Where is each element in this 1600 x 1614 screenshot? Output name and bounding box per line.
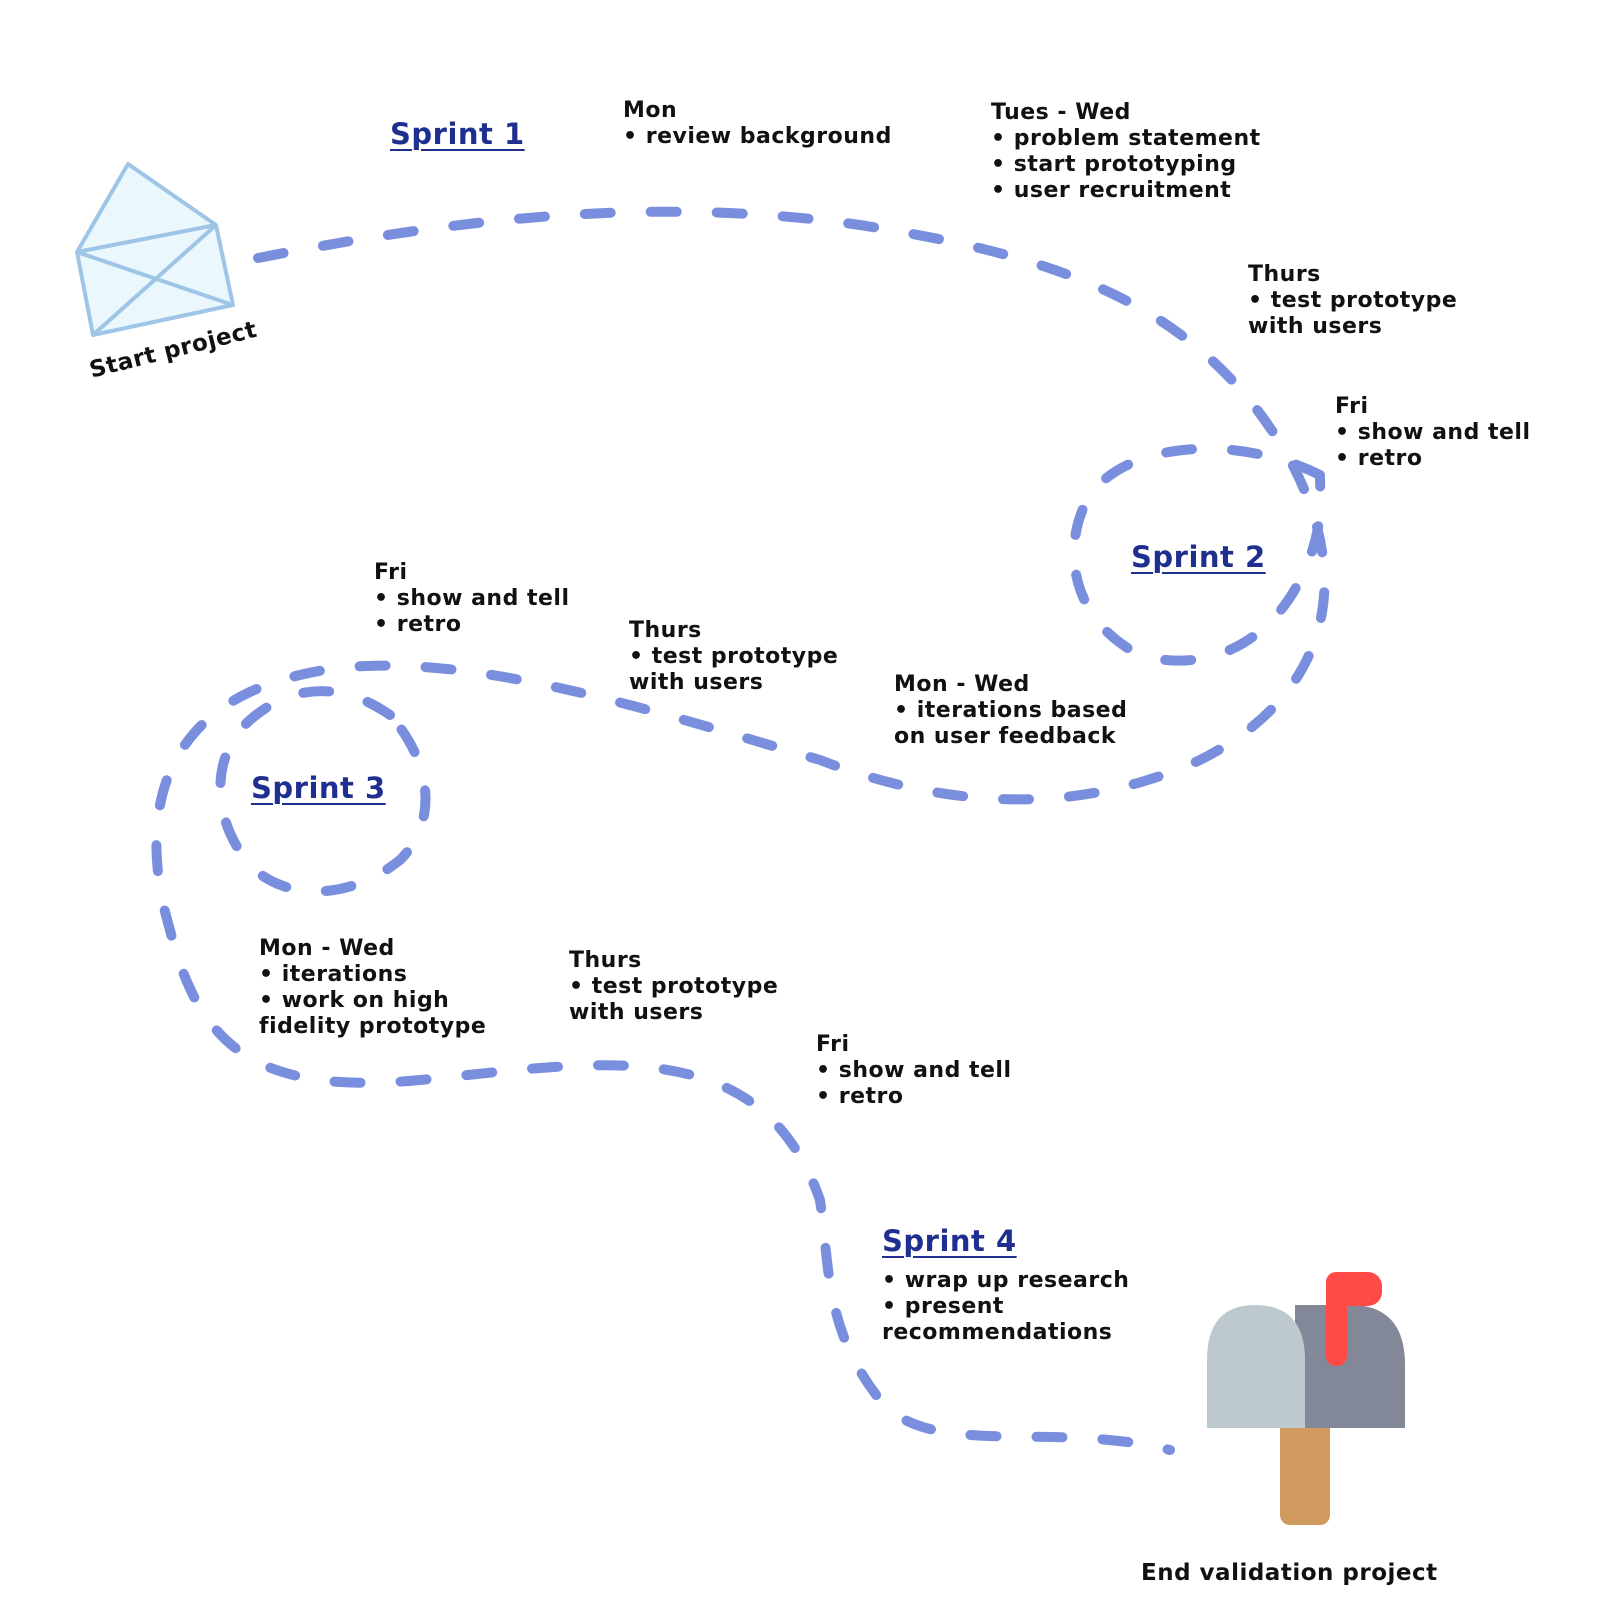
s3-thurs-note: Thurs • test prototype with users <box>569 948 778 1026</box>
note-line: Tues - Wed <box>991 100 1131 125</box>
s2-monwed-note: Mon - Wed • iterations based on user fee… <box>894 672 1127 750</box>
s1-thurs-note: Thurs • test prototype with users <box>1248 262 1457 340</box>
sprint-2-loop <box>1069 443 1326 666</box>
note-line: • test prototype <box>1248 288 1458 313</box>
note-line: fidelity prototype <box>259 1014 487 1039</box>
note-line: • work on high <box>259 988 450 1013</box>
s1-fri-note: Fri • show and tell • retro <box>1335 394 1531 472</box>
sprint-3-loop <box>215 686 431 897</box>
sprint-1-label[interactable]: Sprint 1 <box>390 117 525 151</box>
note-line: • retro <box>374 612 462 637</box>
note-line: • present <box>882 1294 1004 1319</box>
note-line: with users <box>629 670 764 695</box>
note-line: Fri <box>374 560 408 585</box>
sprint-3-label[interactable]: Sprint 3 <box>251 771 386 805</box>
note-line: Mon - Wed <box>259 936 395 961</box>
note-line: • test prototype <box>569 974 779 999</box>
note-line: • show and tell <box>1335 420 1531 445</box>
note-line: • review background <box>623 124 892 149</box>
mailbox-icon <box>1207 1272 1405 1525</box>
note-line: • start prototyping <box>991 152 1237 177</box>
note-line: • retro <box>816 1084 904 1109</box>
note-line: with users <box>1248 314 1383 339</box>
note-line: Mon - Wed <box>894 672 1030 697</box>
s2-fri-note: Fri • show and tell • retro <box>374 560 570 638</box>
note-line: • show and tell <box>816 1058 1012 1083</box>
sprint-2-label[interactable]: Sprint 2 <box>1131 540 1266 574</box>
note-line: • retro <box>1335 446 1423 471</box>
note-line: Thurs <box>569 948 642 973</box>
s2-thurs-note: Thurs • test prototype with users <box>629 618 838 696</box>
note-line: on user feedback <box>894 724 1117 749</box>
note-line: Fri <box>816 1032 850 1057</box>
note-line: • problem statement <box>991 126 1261 151</box>
s1-mon-note: Mon • review background <box>623 98 892 150</box>
s4-items-note: • wrap up research • present recommendat… <box>882 1268 1129 1346</box>
note-line: • user recruitment <box>991 178 1232 203</box>
sprint-4-label[interactable]: Sprint 4 <box>882 1224 1017 1258</box>
note-line: • test prototype <box>629 644 839 669</box>
s1-tueswed-note: Tues - Wed • problem statement • start p… <box>991 100 1261 204</box>
note-line: • wrap up research <box>882 1268 1130 1293</box>
note-line: Mon <box>623 98 678 123</box>
note-line: Fri <box>1335 394 1369 419</box>
note-line: Thurs <box>629 618 702 643</box>
envelope-icon <box>75 162 235 337</box>
journey-path <box>151 206 1330 1455</box>
s3-monwed-note: Mon - Wed • iterations • work on high fi… <box>259 936 486 1040</box>
note-line: Thurs <box>1248 262 1321 287</box>
note-line: recommendations <box>882 1320 1113 1345</box>
note-line: • iterations <box>259 962 408 987</box>
end-project-label: End validation project <box>1141 1560 1438 1586</box>
note-line: • show and tell <box>374 586 570 611</box>
note-line: with users <box>569 1000 704 1025</box>
s3-fri-note: Fri • show and tell • retro <box>816 1032 1012 1110</box>
note-line: • iterations based <box>894 698 1128 723</box>
